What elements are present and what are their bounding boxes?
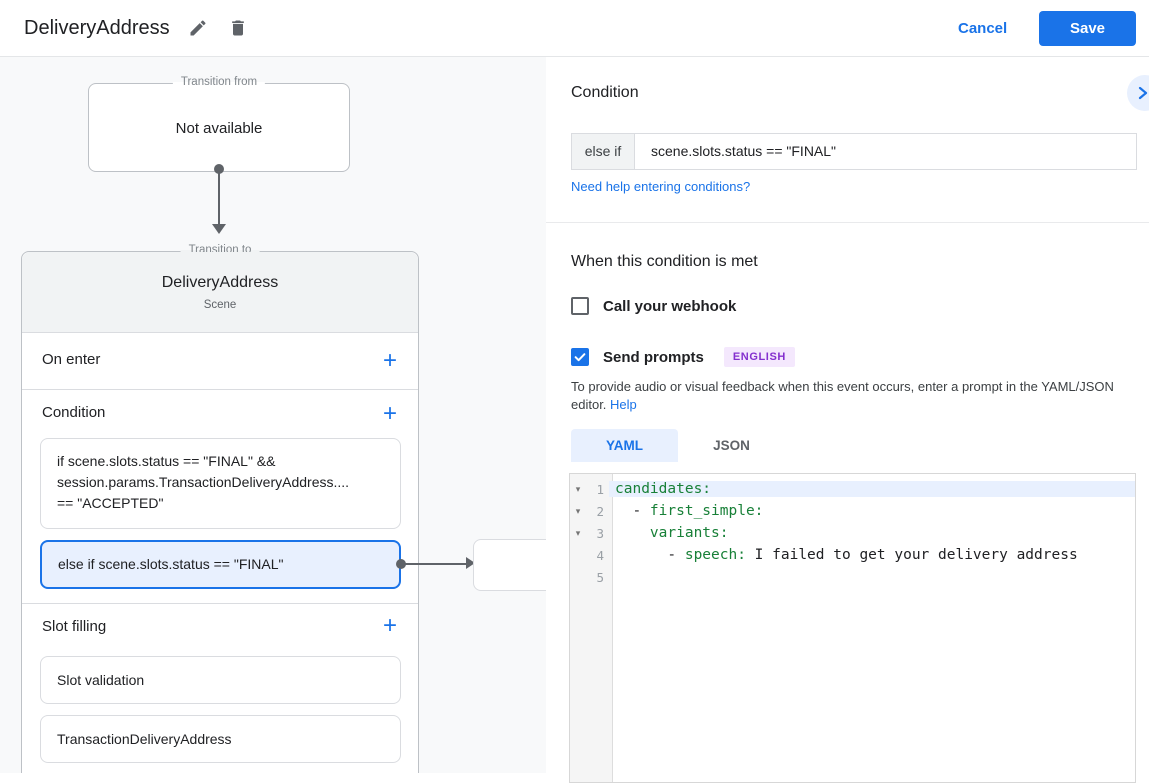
slot-item[interactable]: TransactionDeliveryAddress [40, 715, 401, 763]
transition-from-node: Transition from Not available [88, 76, 350, 172]
condition-detail-panel: Condition else if scene.slots.status == … [546, 57, 1149, 783]
add-on-enter-button[interactable]: + [376, 347, 404, 375]
send-prompts-checkbox[interactable] [571, 348, 589, 366]
condition-input-row: else if scene.slots.status == "FINAL" [571, 133, 1137, 170]
edit-scene-button[interactable] [186, 17, 210, 41]
code-text: - first_simple: [609, 503, 1135, 519]
connector-dot [396, 559, 406, 569]
code-line: ▾ 1 candidates: [570, 478, 1135, 500]
fold-toggle-icon[interactable]: ▾ [575, 483, 581, 494]
condition-item-selected[interactable]: else if scene.slots.status == "FINAL" [40, 540, 401, 589]
editor-tabs: YAML JSON [571, 429, 785, 462]
connector-dot [214, 164, 224, 174]
editor-gutter [570, 474, 613, 782]
on-enter-section: On enter + [22, 333, 418, 390]
pencil-icon [188, 19, 208, 41]
help-link[interactable]: Help [610, 396, 637, 412]
tab-json[interactable]: JSON [713, 438, 750, 453]
webhook-checkbox[interactable] [571, 297, 589, 315]
scene-card-subtitle: Scene [203, 299, 237, 311]
connector-arrowhead-icon [212, 224, 226, 234]
line-number: 1 [596, 481, 604, 497]
section-divider [22, 603, 418, 604]
feedback-description-text: To provide audio or visual feedback when… [571, 379, 1114, 412]
code-line: ▾ 2 - first_simple: [570, 500, 1135, 522]
fold-toggle-icon[interactable]: ▾ [575, 505, 581, 516]
line-number: 5 [596, 569, 604, 585]
app-header: DeliveryAddress Cancel Save [0, 0, 1149, 57]
code-token: candidates: [615, 481, 712, 497]
send-prompts-row: Send prompts ENGLISH [571, 347, 795, 367]
line-number: 2 [596, 503, 604, 519]
code-token: speech: [684, 547, 746, 563]
else-if-prefix-label: else if [572, 134, 635, 169]
webhook-row: Call your webhook [571, 297, 736, 315]
code-text: candidates: [609, 481, 1135, 497]
code-token [615, 525, 650, 541]
code-line: ▾ 3 variants: [570, 522, 1135, 544]
panel-divider [546, 222, 1149, 223]
scene-graph-canvas: Transition from Not available Transition… [0, 57, 546, 773]
transition-from-value: Not available [175, 120, 263, 137]
condition-item[interactable]: if scene.slots.status == "FINAL" && sess… [40, 438, 401, 529]
delete-scene-button[interactable] [226, 17, 250, 41]
line-number: 3 [596, 525, 604, 541]
code-token: - [615, 547, 685, 563]
condition-item-line: session.params.TransactionDeliveryAddres… [57, 474, 350, 490]
transition-from-label: Transition from [172, 76, 266, 88]
code-token: variants: [649, 525, 729, 541]
language-badge: ENGLISH [723, 347, 795, 367]
code-token: - [615, 503, 650, 519]
scene-card-title: DeliveryAddress [161, 274, 279, 291]
page-title: DeliveryAddress [24, 17, 170, 39]
webhook-label: Call your webhook [603, 297, 737, 315]
code-line: 5 [570, 566, 1135, 588]
add-slot-button[interactable]: + [376, 612, 404, 640]
connector-line [404, 563, 466, 565]
connector-arrowhead-icon [466, 557, 475, 569]
code-text: variants: [609, 525, 1135, 541]
connector-line [218, 172, 220, 225]
send-prompts-label: Send prompts [603, 348, 704, 366]
feedback-description: To provide audio or visual feedback when… [571, 378, 1149, 413]
code-line: 4 - speech: I failed to get your deliver… [570, 544, 1135, 566]
save-button[interactable]: Save [1039, 11, 1136, 46]
tab-yaml[interactable]: YAML [571, 429, 678, 462]
condition-item-line: == "ACCEPTED" [57, 495, 164, 511]
line-number: 4 [596, 547, 604, 563]
when-condition-met-title: When this condition is met [571, 253, 758, 270]
collapse-panel-button[interactable] [1127, 75, 1149, 111]
trash-icon [228, 20, 248, 41]
code-text: - speech: I failed to get your delivery … [609, 547, 1135, 563]
condition-section-label: Condition [42, 404, 106, 421]
on-enter-label: On enter [42, 351, 101, 368]
code-editor[interactable]: ▾ 1 candidates: ▾ 2 - first_simple: ▾ 3 … [569, 473, 1136, 783]
cancel-button[interactable]: Cancel [952, 0, 1013, 57]
slot-filling-label: Slot filling [42, 618, 107, 635]
fold-toggle-icon[interactable]: ▾ [575, 527, 581, 538]
panel-title: Condition [571, 84, 639, 101]
code-token: I failed to get your delivery address [745, 547, 1078, 563]
add-condition-button[interactable]: + [376, 400, 404, 428]
scene-card-header: DeliveryAddress Scene [22, 252, 418, 333]
editor-lines: ▾ 1 candidates: ▾ 2 - first_simple: ▾ 3 … [570, 478, 1135, 588]
slot-validation-item[interactable]: Slot validation [40, 656, 401, 704]
scene-card: Transition to DeliveryAddress Scene On e… [21, 244, 419, 773]
condition-input[interactable]: scene.slots.status == "FINAL" [651, 143, 837, 159]
next-scene-node[interactable] [473, 539, 546, 591]
conditions-help-link[interactable]: Need help entering conditions? [571, 179, 751, 194]
condition-item-line: if scene.slots.status == "FINAL" && [57, 453, 276, 469]
code-token: first_simple: [649, 503, 764, 519]
